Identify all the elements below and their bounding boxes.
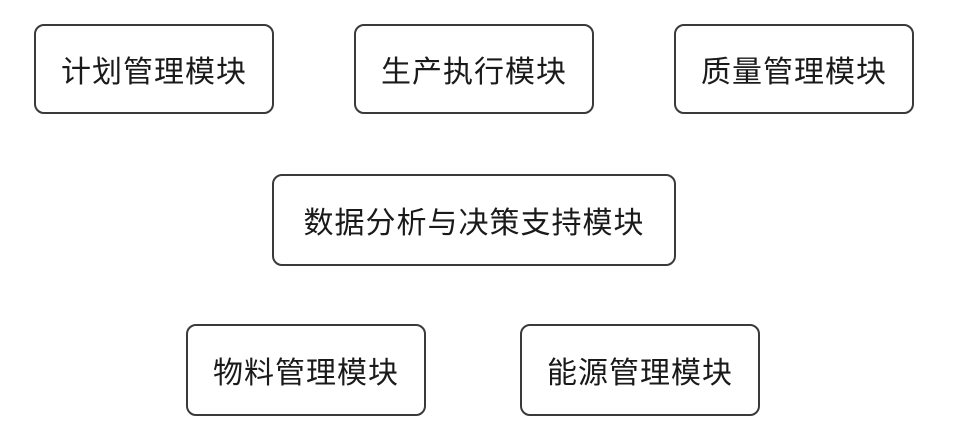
energy-module-box: 能源管理模块 [520, 324, 760, 416]
production-module-label: 生产执行模块 [381, 55, 567, 90]
material-module-box: 物料管理模块 [186, 324, 426, 416]
data-analysis-module-box: 数据分析与决策支持模块 [272, 174, 676, 266]
material-module-label: 物料管理模块 [213, 356, 399, 391]
quality-module-box: 质量管理模块 [674, 24, 914, 114]
planning-module-box: 计划管理模块 [34, 24, 274, 114]
planning-module-label: 计划管理模块 [61, 55, 247, 90]
data-analysis-module-label: 数据分析与决策支持模块 [303, 206, 645, 241]
quality-module-label: 质量管理模块 [701, 55, 887, 90]
production-module-box: 生产执行模块 [354, 24, 594, 114]
energy-module-label: 能源管理模块 [547, 356, 733, 391]
